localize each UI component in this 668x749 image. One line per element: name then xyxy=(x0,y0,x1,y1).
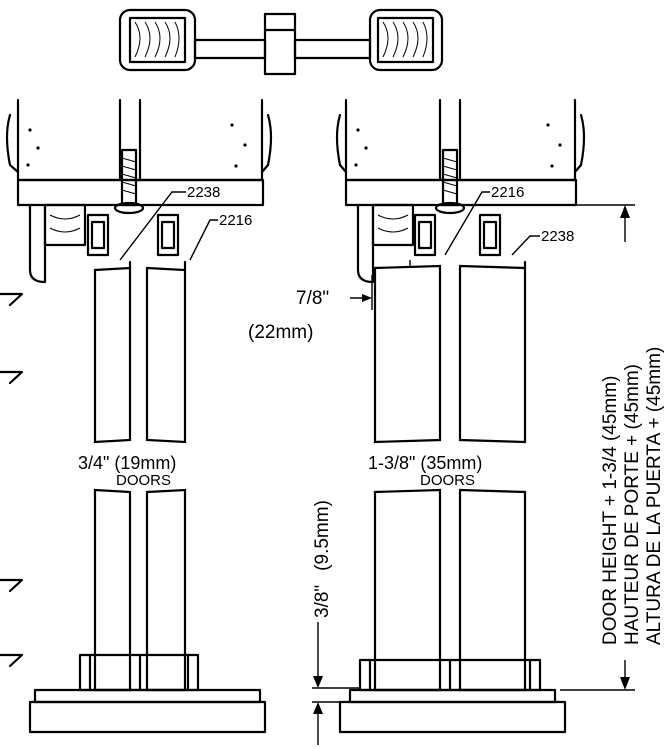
height-formula-fr: HAUTEUR DE PORTE + (45mm) xyxy=(622,364,643,645)
callout-left-2216: 2216 xyxy=(219,212,252,229)
clearance-dimension: 3/8" (9.5mm) xyxy=(312,500,333,618)
height-formula-en: DOOR HEIGHT + 1-3/4 (45mm) xyxy=(600,376,621,645)
callout-right-2216: 2216 xyxy=(491,184,524,201)
callout-right-2238: 2238 xyxy=(541,228,574,245)
right-door-caption: DOORS xyxy=(420,472,475,489)
callout-left-2238: 2238 xyxy=(187,184,220,201)
left-assembly xyxy=(0,98,273,734)
offset-dimension-mm: (22mm) xyxy=(248,322,313,343)
offset-dimension-inches: 7/8" xyxy=(296,288,329,309)
left-door-thickness: 3/4" (19mm) xyxy=(78,453,176,473)
top-hinge-detail xyxy=(118,8,444,76)
right-door-thickness: 1-3/8" (35mm) xyxy=(368,453,482,473)
height-formula-es: ALTURA DE LA PUERTA + (45mm) xyxy=(644,347,665,645)
clearance-inches: 3/8" xyxy=(312,585,333,618)
right-assembly xyxy=(312,98,635,745)
clearance-mm: (9.5mm) xyxy=(312,500,333,571)
left-door-caption: DOORS xyxy=(116,472,171,489)
